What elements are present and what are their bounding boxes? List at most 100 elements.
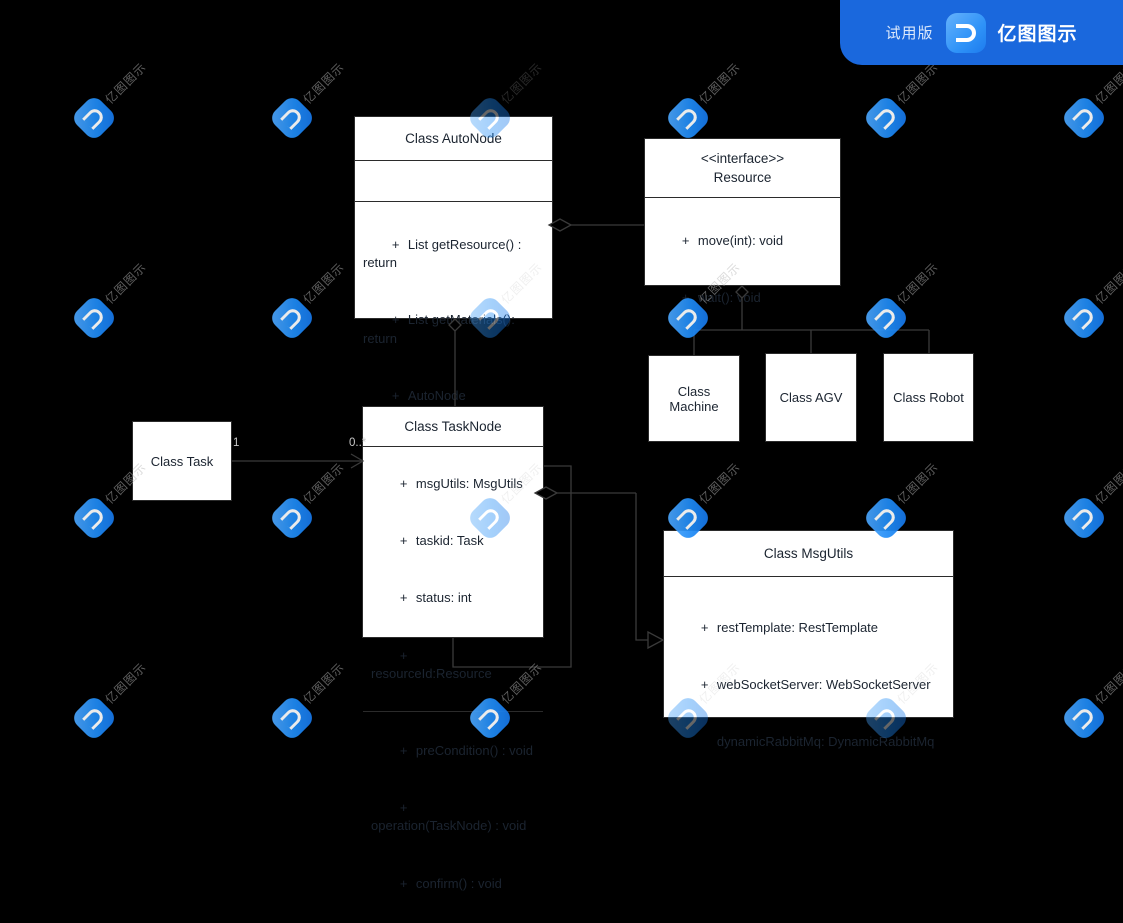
divider-autonode-1 [355, 160, 552, 162]
class-title-task: Class Task [150, 453, 214, 469]
attribute-row: + webSocketServer: WebSocketServer [672, 657, 945, 714]
method-text: confirm() : void [415, 875, 502, 891]
watermark-logo-icon [70, 693, 119, 743]
watermark-glyph [874, 105, 899, 131]
watermark-glyph [1072, 305, 1097, 331]
method-text: wait(): void [697, 290, 761, 306]
trial-badge[interactable]: 试用版 亿图图示 [840, 0, 1123, 65]
watermark-text: 亿图图示 [102, 60, 150, 107]
watermark-logo-icon [70, 293, 119, 343]
attribute-text: msgUtils: MsgUtils [415, 475, 523, 491]
watermark-text: 亿图图示 [894, 260, 942, 307]
divider-autonode-2 [355, 201, 552, 203]
watermark-text: 亿图图示 [696, 60, 744, 107]
multiplicity-tasknode-target: 0..* [349, 437, 367, 449]
class-box-autonode[interactable]: Class AutoNode +List getResource() : ret… [354, 116, 553, 422]
watermark-glyph [82, 505, 107, 531]
watermark-logo-icon [664, 93, 713, 143]
watermark-glyph [1072, 105, 1097, 131]
watermark-logo-icon [268, 293, 317, 343]
divider-resource-1 [645, 197, 840, 199]
trial-label: 试用版 [885, 24, 934, 42]
watermark-glyph [676, 505, 701, 531]
attribute-text: status: int [415, 590, 472, 606]
attribute-row: +status: int [371, 570, 535, 627]
method-row: +operation(TaskNode) : void [371, 779, 535, 855]
class-box-resource[interactable]: <<interface>> Resource +move(int): void … [644, 138, 841, 305]
class-box-machine[interactable]: Class Machine [648, 355, 740, 442]
watermark-tile: 亿图图示 [1060, 250, 1123, 346]
watermark-text: 亿图图示 [102, 660, 150, 707]
attribute-text: resourceId:Resource [371, 666, 492, 682]
watermark-text: 亿图图示 [498, 60, 546, 107]
watermark-text: 亿图图示 [300, 460, 348, 507]
watermark-text: 亿图图示 [300, 260, 348, 307]
class-title-machine: Class Machine [669, 383, 719, 414]
visibility-marker: + [399, 799, 408, 815]
watermark-tile: 亿图图示 [1060, 650, 1123, 746]
class-box-agv[interactable]: Class AGV [765, 353, 857, 442]
watermark-logo-icon [1060, 293, 1109, 343]
attribute-text: restTemplate: RestTemplate [716, 619, 879, 635]
method-row: + confirm() : void [371, 855, 535, 912]
attribute-row: +resourceId:Resource [371, 627, 535, 703]
visibility-marker: + [399, 875, 408, 891]
watermark-text: 亿图图示 [894, 460, 942, 507]
stereotype-label: <<interface>> [700, 151, 785, 166]
class-title-tasknode: Class TaskNode [404, 419, 502, 434]
watermark-logo-icon [1060, 493, 1109, 543]
watermark-text: 亿图图示 [1092, 260, 1123, 307]
watermark-glyph [82, 105, 107, 131]
method-row: +List getMaterials(): return [363, 292, 544, 368]
watermark-glyph [874, 505, 899, 531]
watermark-glyph [280, 105, 305, 131]
watermark-glyph [1072, 705, 1097, 731]
watermark-text: 亿图图示 [1092, 660, 1123, 707]
watermark-tile: 亿图图示 [70, 250, 166, 346]
watermark-glyph [874, 305, 899, 331]
watermark-glyph [676, 105, 701, 131]
visibility-marker: + [700, 676, 709, 692]
methods-resource: + move(int): void +wait(): void [645, 198, 840, 337]
diagram-canvas: Class AutoNode +List getResource() : ret… [70, 0, 1123, 891]
method-text: List getResource() : return [363, 236, 525, 271]
methods-tasknode: +preCondition() : void +operation(TaskNo… [363, 712, 543, 923]
method-text: move(int): void [697, 232, 784, 248]
visibility-marker: + [681, 232, 690, 248]
connector-tasknode-msgutils [533, 486, 665, 650]
method-row: +preCondition() : void [371, 722, 535, 779]
watermark-tile: 亿图图示 [268, 250, 364, 346]
divider-tasknode-2 [363, 711, 543, 713]
visibility-marker: + [391, 312, 400, 328]
watermark-logo-icon [1060, 93, 1109, 143]
method-row: +List getResource() : return [363, 216, 544, 292]
class-box-tasknode[interactable]: Class TaskNode +msgUtils: MsgUtils +task… [362, 406, 544, 891]
visibility-marker: + [399, 532, 408, 548]
watermark-text: 亿图图示 [102, 260, 150, 307]
watermark-glyph [82, 305, 107, 331]
watermark-tile: 亿图图示 [70, 50, 166, 146]
visibility-marker: + [399, 475, 408, 491]
watermark-tile: 亿图图示 [70, 650, 166, 746]
watermark-text: 亿图图示 [894, 60, 942, 107]
watermark-logo-icon [70, 493, 119, 543]
watermark-tile: 亿图图示 [268, 650, 364, 746]
interface-name: Resource [713, 170, 772, 186]
watermark-logo-icon [70, 93, 119, 143]
attribute-row: + msgUtils: MsgUtils [371, 455, 535, 512]
watermark-glyph [1072, 505, 1097, 531]
watermark-logo-icon [862, 93, 911, 143]
method-row: +wait(): void [653, 270, 832, 327]
visibility-marker: + [700, 619, 709, 635]
watermark-tile: 亿图图示 [1060, 450, 1123, 546]
attribute-text: webSocketServer: WebSocketServer [716, 676, 931, 692]
class-box-robot[interactable]: Class Robot [883, 353, 974, 442]
divider-tasknode-1 [363, 446, 543, 448]
brand-label: 亿图图示 [997, 23, 1078, 45]
watermark-text: 亿图图示 [1092, 460, 1123, 507]
class-box-msgutils[interactable]: Class MsgUtils +restTemplate: RestTempla… [663, 530, 954, 749]
watermark-text: 亿图图示 [300, 60, 348, 107]
multiplicity-task-source: 1 [233, 437, 240, 449]
edraw-logo-icon [945, 12, 986, 53]
class-box-task[interactable]: Class Task [132, 421, 232, 501]
